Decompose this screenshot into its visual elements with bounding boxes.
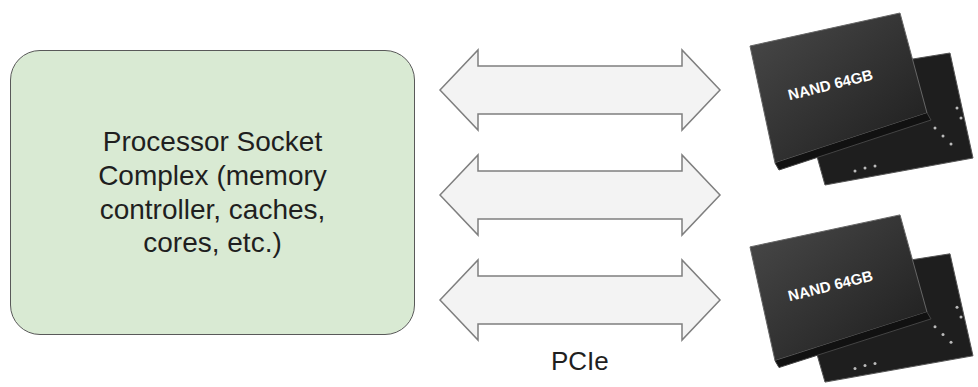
processor-box: Processor Socket Complex (memory control… [10,50,415,335]
nand-chip-illustration [745,210,975,385]
pcie-link-arrow [440,50,720,130]
nand-chip: NAND 64GB [745,8,975,188]
pcie-link-arrow [440,155,720,235]
bus-label: PCIe [551,346,609,376]
nand-chip: NAND 64GB [745,210,975,385]
box-text: Processor Socket Complex (memory control… [78,125,348,259]
nand-chip-illustration [745,8,975,188]
pcie-link-arrow [440,260,720,340]
bus-label-box: PCIe [551,346,609,377]
